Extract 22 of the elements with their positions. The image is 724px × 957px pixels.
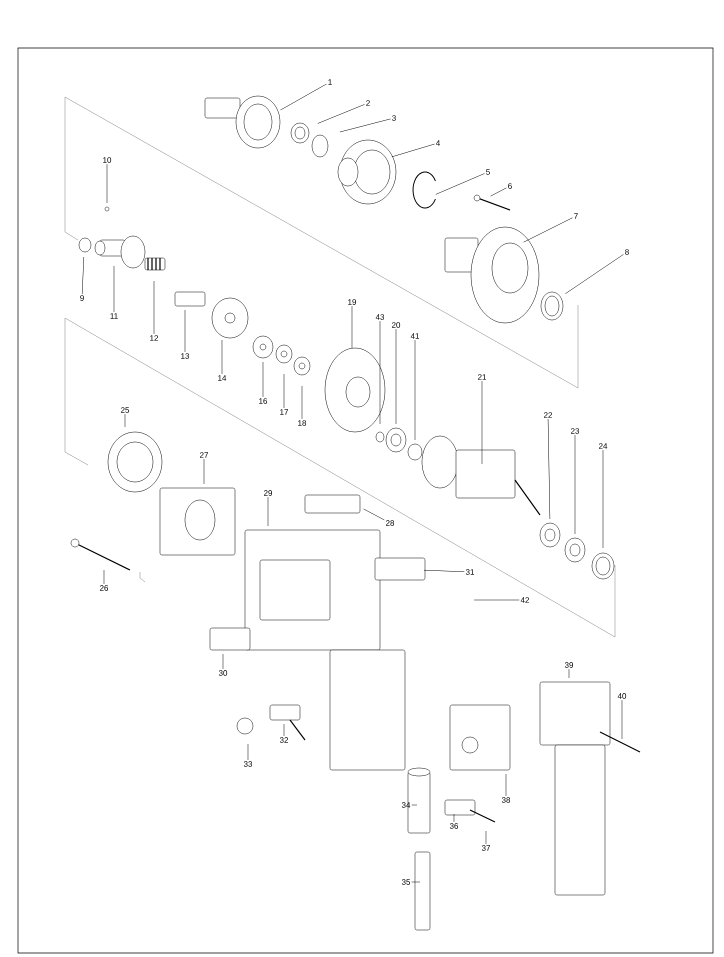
leader-line	[411, 804, 418, 806]
leader-line	[568, 668, 570, 678]
leader-line	[262, 362, 264, 398]
leader-line	[124, 414, 126, 428]
leader-line	[222, 654, 224, 670]
leader-line	[363, 508, 385, 520]
leader-line	[574, 434, 576, 534]
leader-line	[280, 84, 327, 110]
leader-line	[414, 340, 416, 440]
leader-line	[523, 218, 573, 242]
leader-line	[82, 256, 84, 294]
leader-line	[106, 164, 108, 204]
leader-line	[340, 118, 391, 132]
leader-line	[565, 254, 624, 294]
leader-line	[602, 450, 604, 548]
leader-line	[317, 104, 365, 124]
leader-line	[490, 188, 507, 196]
leader-line	[548, 418, 550, 520]
leader-line	[435, 173, 485, 195]
leader-line	[184, 310, 186, 352]
leader-line	[392, 144, 435, 158]
leader-line	[424, 570, 465, 572]
